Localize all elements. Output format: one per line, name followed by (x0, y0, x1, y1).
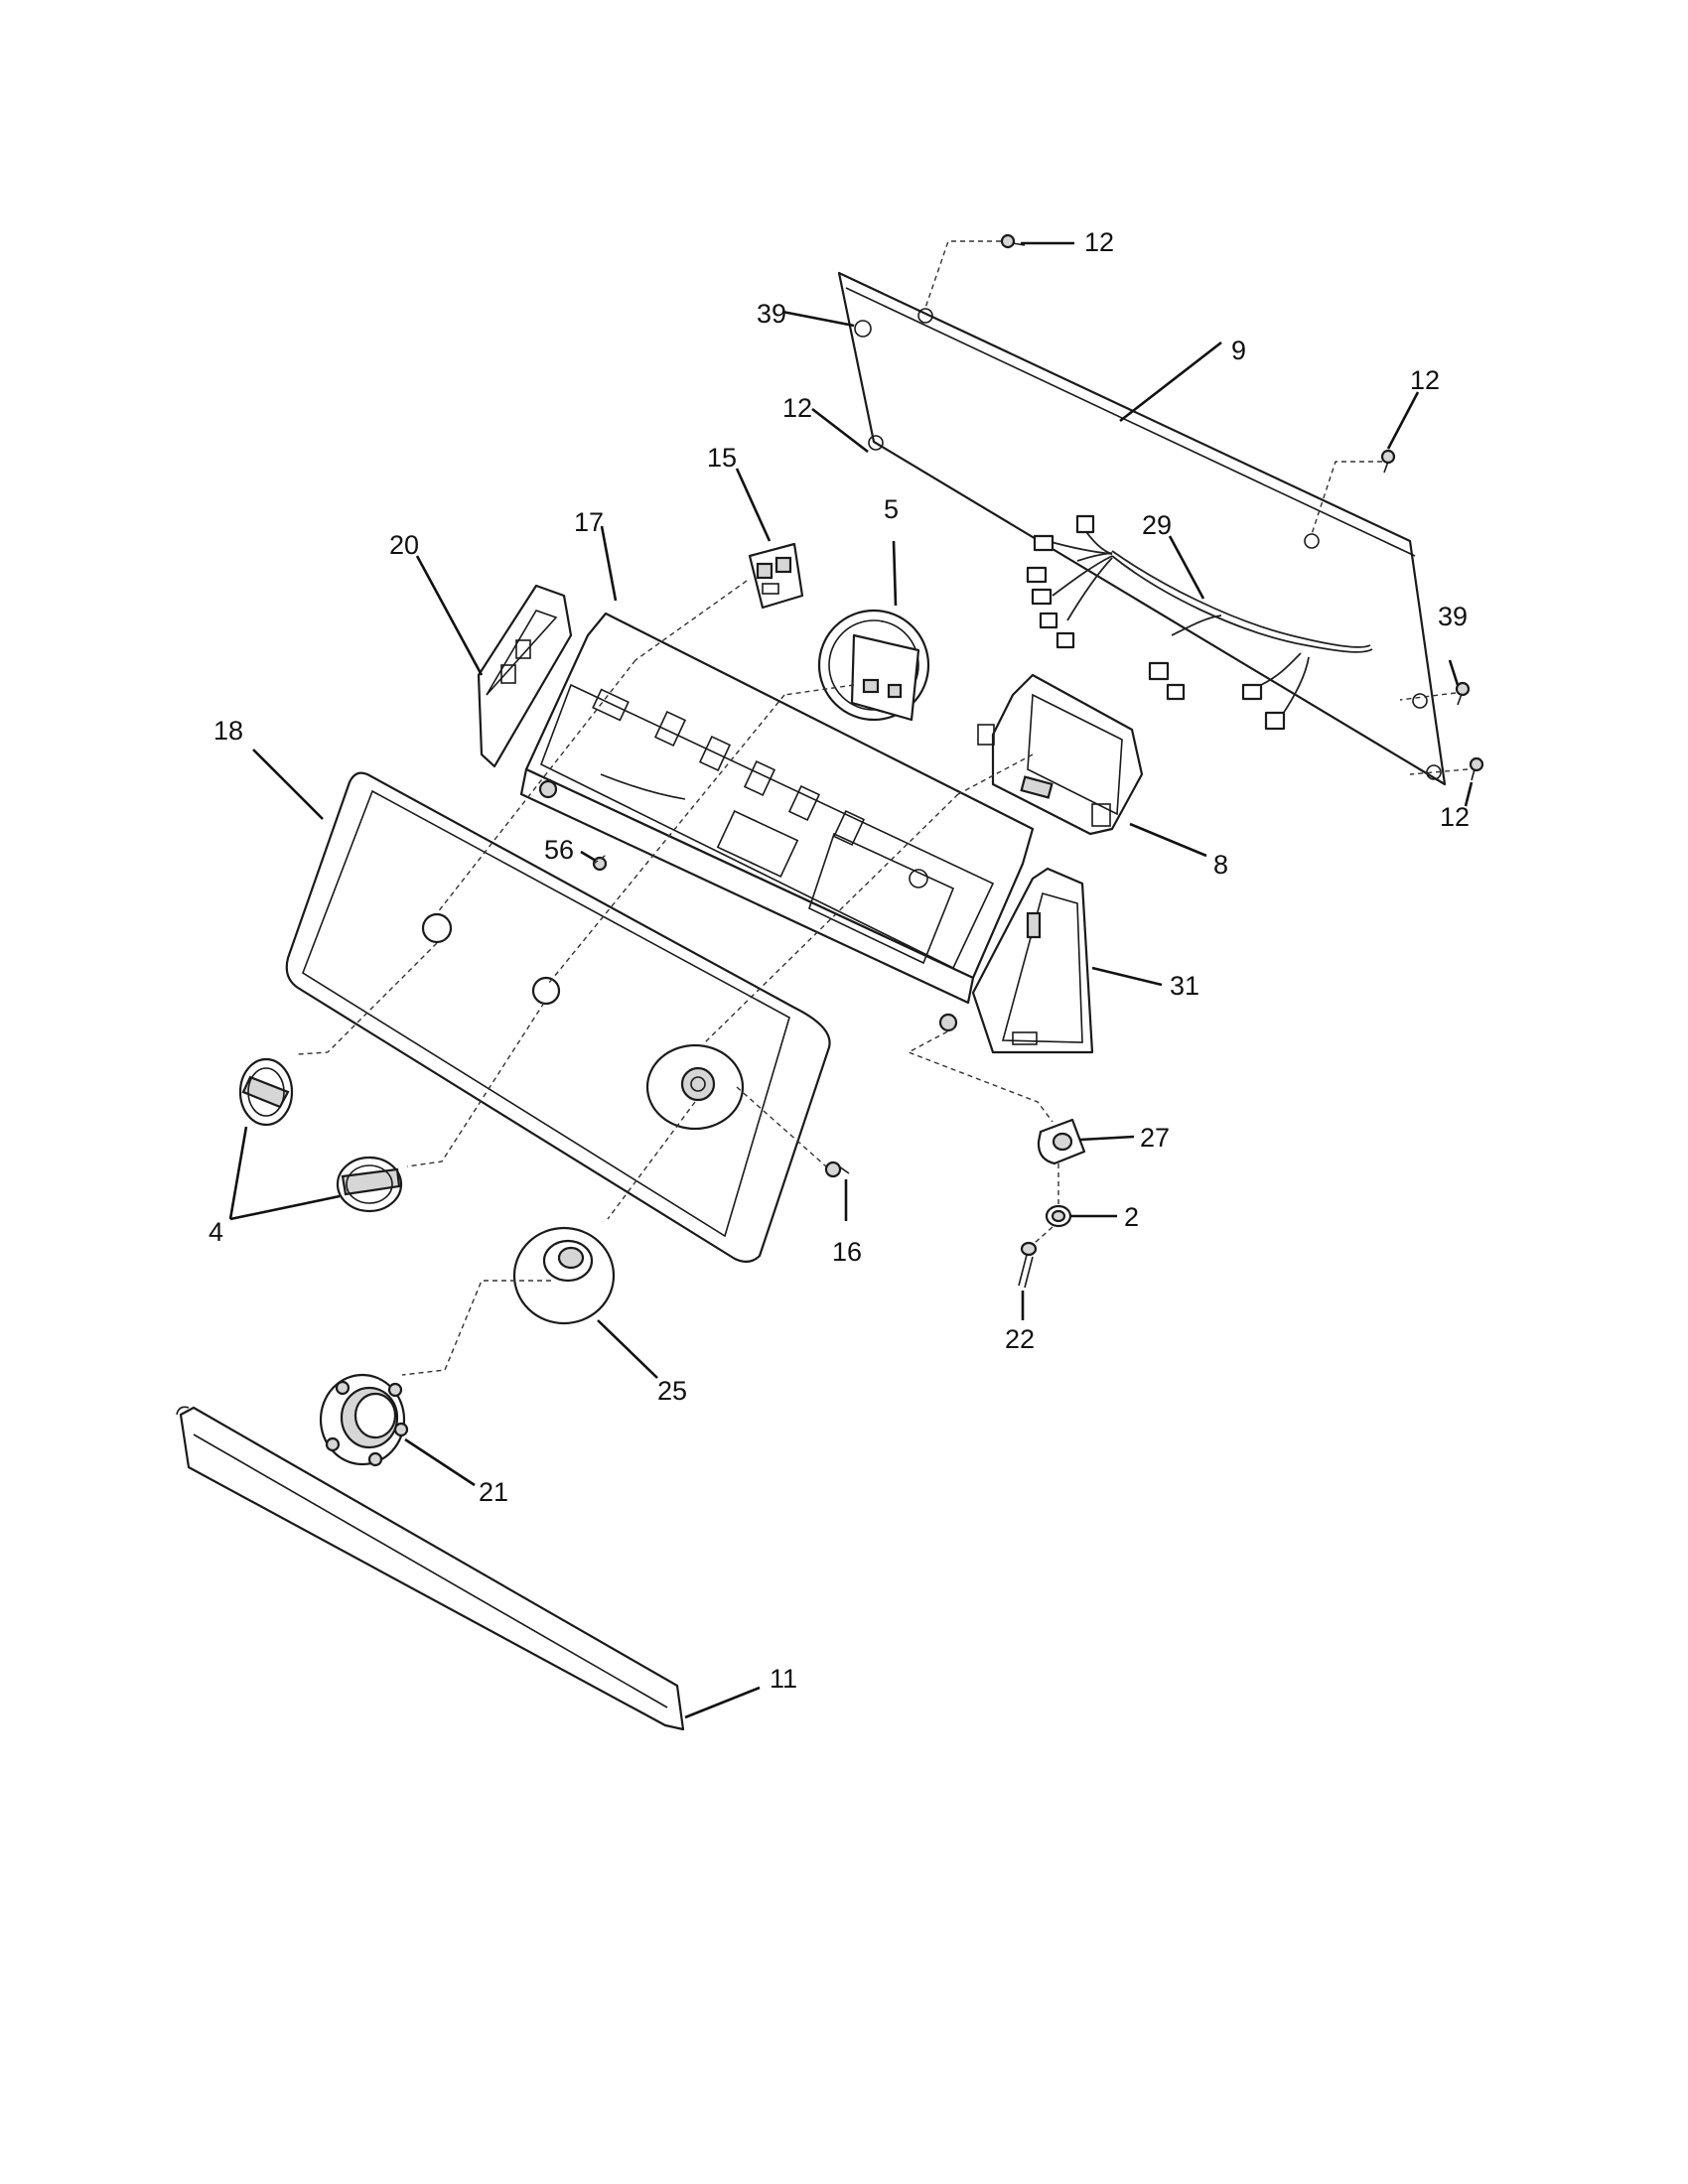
callout-12-top: 12 (1084, 227, 1114, 257)
screw-part-12-top (1000, 233, 1026, 249)
callout-39-left: 39 (757, 299, 786, 329)
knob-part-4-lower (336, 1156, 403, 1213)
callout-11: 11 (770, 1664, 797, 1694)
leader-lines (228, 241, 1474, 1719)
callout-29: 29 (1142, 510, 1172, 540)
timer-part-5 (817, 609, 930, 722)
callout-56: 56 (544, 835, 574, 865)
screw-part-22 (1018, 1241, 1038, 1289)
control-panel-part-18 (285, 771, 831, 1263)
callout-21: 21 (479, 1477, 508, 1507)
screw-part-12-right (1380, 449, 1396, 474)
callout-4: 4 (209, 1217, 223, 1247)
callout-27: 27 (1140, 1123, 1170, 1153)
callout-9: 9 (1231, 336, 1246, 365)
callout-12-left: 12 (782, 393, 812, 423)
bracket-part-27 (1037, 1118, 1086, 1165)
right-end-cap-part-31 (971, 867, 1094, 1054)
screw-part-12-bottom-right (1469, 756, 1484, 781)
callout-18: 18 (213, 716, 243, 746)
spacer-part-2 (1045, 1204, 1072, 1228)
callout-2: 2 (1124, 1202, 1139, 1232)
callout-31: 31 (1170, 971, 1199, 1001)
switch-part-15 (748, 542, 804, 610)
callout-labels: 12 39 9 12 12 15 17 5 20 29 39 12 18 56 … (209, 227, 1470, 1694)
assembly-dashed-lines (297, 240, 1469, 1376)
knob-part-21 (319, 1373, 409, 1467)
actuator-part-8 (977, 673, 1144, 836)
wire-harness-part-29 (1026, 514, 1373, 731)
callout-15: 15 (707, 443, 737, 473)
callout-12-bottom-right: 12 (1440, 802, 1470, 832)
callout-8: 8 (1213, 850, 1228, 880)
console-body-part-17 (519, 612, 1035, 1032)
callout-25: 25 (657, 1376, 687, 1406)
callout-5: 5 (884, 494, 899, 524)
screw-part-16 (824, 1160, 850, 1178)
left-end-cap-part-20 (477, 584, 573, 768)
bezel-part-25 (512, 1226, 616, 1325)
callout-20: 20 (389, 530, 419, 560)
callout-17: 17 (574, 507, 604, 537)
trim-strip-part-11 (176, 1406, 685, 1731)
callout-22: 22 (1005, 1324, 1035, 1354)
callout-12-right: 12 (1410, 365, 1440, 395)
callout-39-right: 39 (1438, 602, 1468, 631)
screw-part-39-right (1455, 681, 1471, 706)
rear-panel-part-9 (837, 271, 1447, 786)
knob-part-4-upper (238, 1057, 294, 1127)
callout-16: 16 (832, 1237, 862, 1267)
